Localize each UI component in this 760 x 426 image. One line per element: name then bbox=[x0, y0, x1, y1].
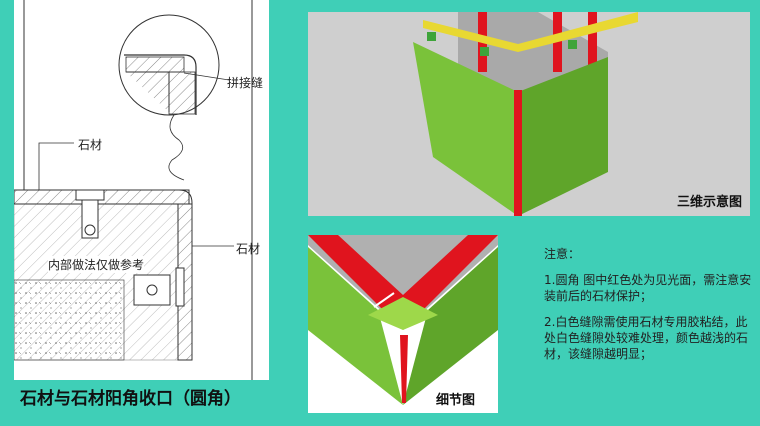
inner-ref-label: 内部做法仅做参考 bbox=[48, 256, 145, 273]
main-caption: 石材与石材阳角收口（圆角） bbox=[20, 389, 241, 409]
magnify-circle bbox=[118, 14, 220, 116]
stone-right-label: 石材 bbox=[236, 242, 261, 256]
render-panel: 三维示意图 bbox=[308, 12, 750, 216]
notes-title: 注意： bbox=[544, 247, 581, 261]
detail-panel: 细节图 bbox=[308, 235, 498, 413]
render-3d-illustration bbox=[308, 12, 750, 216]
note-item-2: 2.白色缝隙需使用石材专用胶粘结，此处白色缝隙处较难处理，颜色越浅的石材，该缝隙… bbox=[544, 315, 749, 361]
notes-section: 注意： 1.圆角 图中红色处为见光面，需注意安装前后的石材保护； 2.白色缝隙需… bbox=[544, 246, 754, 372]
detail-illustration bbox=[308, 235, 498, 413]
seam-label: 拼接缝 bbox=[227, 76, 264, 90]
cad-drawing-panel: 拼接缝 石材 石材 内部做法仅做参考 bbox=[13, 0, 269, 380]
cad-drawing bbox=[13, 0, 253, 380]
note-item-1: 1.圆角 图中红色处为见光面，需注意安装前后的石材保护； bbox=[544, 273, 752, 303]
render-caption: 三维示意图 bbox=[676, 195, 742, 210]
detail-caption: 细节图 bbox=[436, 393, 476, 408]
stone-top-label: 石材 bbox=[78, 138, 103, 152]
